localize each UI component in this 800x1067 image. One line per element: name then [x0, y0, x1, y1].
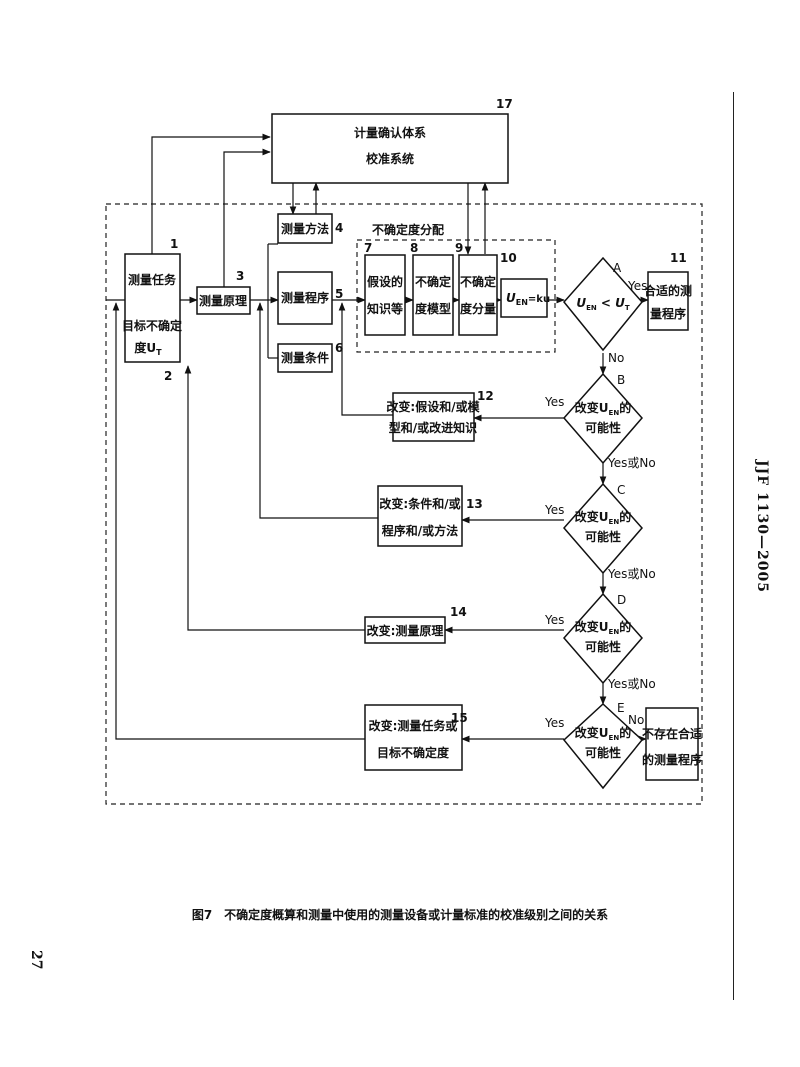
svg-text:1: 1 — [170, 237, 178, 251]
svg-text:知识等: 知识等 — [366, 301, 403, 316]
uncertainty-group-boundary — [356, 239, 556, 353]
box-assumptions-knowledge: 假设的 知识等 7 — [364, 241, 406, 336]
svg-text:UEN < UT: UEN < UT — [576, 296, 630, 312]
figure-caption: 图7 不确定度概算和测量中使用的测量设备或计量标准的校准级别之间的关系 — [191, 908, 609, 922]
svg-text:不存在合适: 不存在合适 — [642, 726, 702, 741]
box-suitable-procedure: 合适的测 量程序 11 — [644, 251, 692, 331]
document-code: JJF 1130—2005 — [754, 460, 770, 593]
uncertainty-group-label: 不确定度分配 — [372, 222, 444, 237]
svg-text:测量原理: 测量原理 — [199, 293, 247, 308]
svg-text:7: 7 — [364, 241, 372, 255]
svg-text:测量方法: 测量方法 — [281, 221, 329, 236]
diamond-C: 改变UEN的 可能性 C — [563, 482, 643, 575]
svg-text:计量确认体系: 计量确认体系 — [354, 125, 426, 140]
box-measurement-method: 测量方法 4 — [277, 213, 343, 244]
box-no-suitable-procedure: 不存在合适 的测量程序 — [642, 707, 702, 781]
svg-text:15: 15 — [451, 711, 468, 725]
outer-dashed-boundary — [105, 203, 703, 805]
label-c-yes: Yes — [544, 503, 564, 517]
svg-text:14: 14 — [450, 605, 467, 619]
label-a-yes: Yes — [627, 279, 647, 293]
box-calibration-system: 计量确认体系 校准系统 17 — [271, 97, 513, 184]
box-measurement-principle: 测量原理 3 — [196, 269, 251, 315]
svg-text:目标不确定: 目标不确定 — [122, 318, 182, 333]
box-uncertainty-components: 不确定 度分量 9 — [455, 241, 498, 336]
svg-text:5: 5 — [335, 287, 343, 301]
svg-text:10: 10 — [500, 251, 517, 265]
svg-text:不确定: 不确定 — [415, 274, 451, 289]
diamond-B: 改变UEN的 可能性 B — [563, 372, 643, 465]
diamond-A: UEN < UT A — [563, 256, 643, 352]
box-change-conditions: 改变:条件和/或 程序和/或方法 13 — [377, 485, 483, 547]
svg-text:不确定: 不确定 — [460, 274, 496, 289]
svg-text:C: C — [617, 483, 625, 497]
svg-text:程序和/或方法: 程序和/或方法 — [382, 523, 458, 538]
box-measurement-conditions: 测量条件 6 — [277, 341, 343, 373]
svg-text:改变UEN的: 改变UEN的 — [575, 400, 631, 417]
svg-text:的测量程序: 的测量程序 — [642, 752, 702, 767]
svg-text:17: 17 — [496, 97, 513, 111]
box-expanded-uncertainty: UEN=ku 10 — [500, 251, 550, 318]
svg-text:改变:条件和/或: 改变:条件和/或 — [379, 496, 460, 511]
label-e-yes: Yes — [544, 716, 564, 730]
svg-text:9: 9 — [455, 241, 463, 255]
diamond-D: 改变UEN的 可能性 D — [563, 592, 643, 685]
page-right-rule — [733, 92, 734, 1000]
page-number: 27 — [28, 950, 44, 970]
edge-labels: Yes No Yes Yes或No Yes Yes或No Yes Yes或No … — [544, 279, 656, 730]
svg-text:测量条件: 测量条件 — [281, 350, 329, 365]
svg-text:UEN=ku: UEN=ku — [506, 291, 550, 307]
svg-text:目标不确定度: 目标不确定度 — [377, 745, 450, 760]
svg-text:A: A — [613, 261, 622, 275]
svg-text:度分量: 度分量 — [460, 301, 496, 316]
svg-text:假设的: 假设的 — [367, 274, 403, 289]
box-change-assumptions: 改变:假设和/或模 型和/或改进知识 12 — [386, 389, 494, 442]
diamond-E: 改变UEN的 可能性 E — [562, 701, 644, 790]
svg-text:B: B — [617, 373, 625, 387]
label-d-yes-or-no: Yes或No — [607, 677, 656, 691]
box-change-principle: 改变:测量原理 14 — [364, 605, 467, 644]
box-measurement-task: 测量任务 目标不确定 度UT 1 2 — [122, 237, 182, 383]
svg-text:改变:假设和/或模: 改变:假设和/或模 — [386, 399, 480, 414]
svg-text:测量程序: 测量程序 — [281, 290, 329, 305]
svg-text:11: 11 — [670, 251, 687, 265]
svg-text:合适的测: 合适的测 — [644, 283, 692, 298]
svg-text:测量任务: 测量任务 — [128, 272, 177, 287]
svg-text:12: 12 — [477, 389, 494, 403]
label-d-yes: Yes — [544, 613, 564, 627]
svg-text:改变UEN的: 改变UEN的 — [575, 619, 631, 636]
svg-text:可能性: 可能性 — [585, 639, 621, 654]
label-a-no: No — [608, 351, 624, 365]
svg-text:4: 4 — [335, 221, 343, 235]
svg-text:可能性: 可能性 — [585, 420, 621, 435]
label-b-yes-or-no: Yes或No — [607, 456, 656, 470]
svg-text:改变:测量原理: 改变:测量原理 — [367, 623, 444, 638]
svg-text:改变:测量任务或: 改变:测量任务或 — [369, 718, 458, 733]
label-e-no: No — [628, 713, 644, 727]
connectors — [106, 133, 649, 743]
svg-text:13: 13 — [466, 497, 483, 511]
svg-text:改变UEN的: 改变UEN的 — [575, 725, 631, 742]
svg-text:改变UEN的: 改变UEN的 — [575, 509, 631, 526]
svg-text:3: 3 — [236, 269, 244, 283]
svg-text:度模型: 度模型 — [415, 301, 451, 316]
svg-text:2: 2 — [164, 369, 172, 383]
svg-text:型和/或改进知识: 型和/或改进知识 — [389, 420, 477, 435]
label-c-yes-or-no: Yes或No — [607, 567, 656, 581]
svg-text:可能性: 可能性 — [585, 745, 621, 760]
svg-text:可能性: 可能性 — [585, 529, 621, 544]
box-measurement-procedure: 测量程序 5 — [277, 271, 343, 325]
svg-text:8: 8 — [410, 241, 418, 255]
svg-text:6: 6 — [335, 341, 343, 355]
label-b-yes: Yes — [544, 395, 564, 409]
box-uncertainty-model: 不确定 度模型 8 — [410, 241, 454, 336]
svg-text:量程序: 量程序 — [650, 306, 686, 321]
svg-text:度UT: 度UT — [134, 340, 162, 357]
svg-text:D: D — [617, 593, 626, 607]
box-change-task: 改变:测量任务或 目标不确定度 15 — [364, 704, 468, 771]
svg-text:E: E — [617, 701, 625, 715]
svg-text:校准系统: 校准系统 — [366, 151, 414, 166]
